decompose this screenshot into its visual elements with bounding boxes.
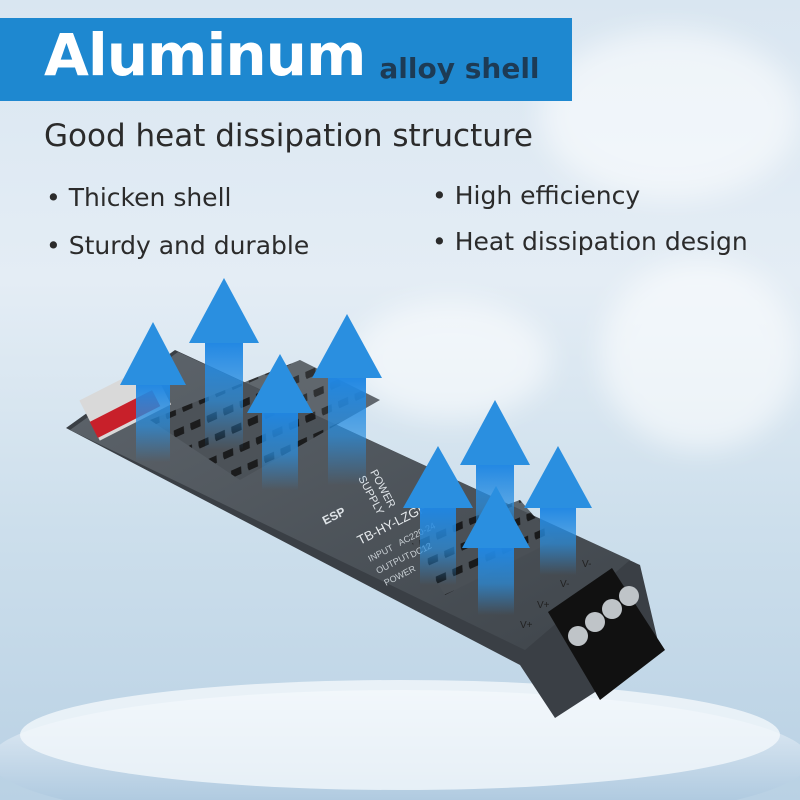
terminal-label: V- — [560, 579, 569, 590]
feature-item: •Thicken shell — [46, 183, 231, 212]
terminal-screw — [585, 612, 605, 632]
bullet: • — [432, 227, 447, 256]
bullet: • — [46, 183, 61, 212]
cloud — [350, 300, 550, 420]
terminal-label: V+ — [520, 620, 533, 631]
title-banner: Aluminum alloy shell — [0, 18, 572, 101]
terminal-screw — [619, 586, 639, 606]
output-terminal-block — [548, 568, 665, 700]
bullet: • — [46, 231, 61, 260]
feature-label: Heat dissipation design — [454, 227, 748, 256]
arrow-up-icon — [462, 486, 530, 615]
cloud — [540, 30, 800, 200]
terminal-screw — [568, 626, 588, 646]
feature-item: •High efficiency — [432, 181, 640, 210]
feature-item: •Sturdy and durable — [46, 231, 309, 260]
page-title: Aluminum — [44, 21, 366, 89]
feature-item: •Heat dissipation design — [432, 227, 748, 256]
bullet: • — [432, 181, 447, 210]
cloud — [600, 260, 800, 450]
page-title-suffix: alloy shell — [379, 52, 540, 85]
terminal-label: V+ — [537, 600, 550, 611]
terminal-screw — [602, 599, 622, 619]
terminal-label: V- — [582, 559, 591, 570]
feature-label: Thicken shell — [68, 183, 232, 212]
subtitle: Good heat dissipation structure — [44, 118, 534, 154]
arrow-up-icon — [524, 446, 592, 575]
feature-label: Sturdy and durable — [68, 231, 310, 260]
arrow-up-icon — [189, 278, 259, 450]
arrow-up-icon — [312, 314, 382, 485]
arrow-up-icon — [403, 446, 473, 585]
airflow-arrows — [120, 278, 592, 615]
arrow-up-icon — [120, 322, 186, 462]
arrow-up-icon — [247, 354, 313, 490]
feature-label: High efficiency — [454, 181, 641, 210]
pedestal-top — [20, 680, 780, 790]
